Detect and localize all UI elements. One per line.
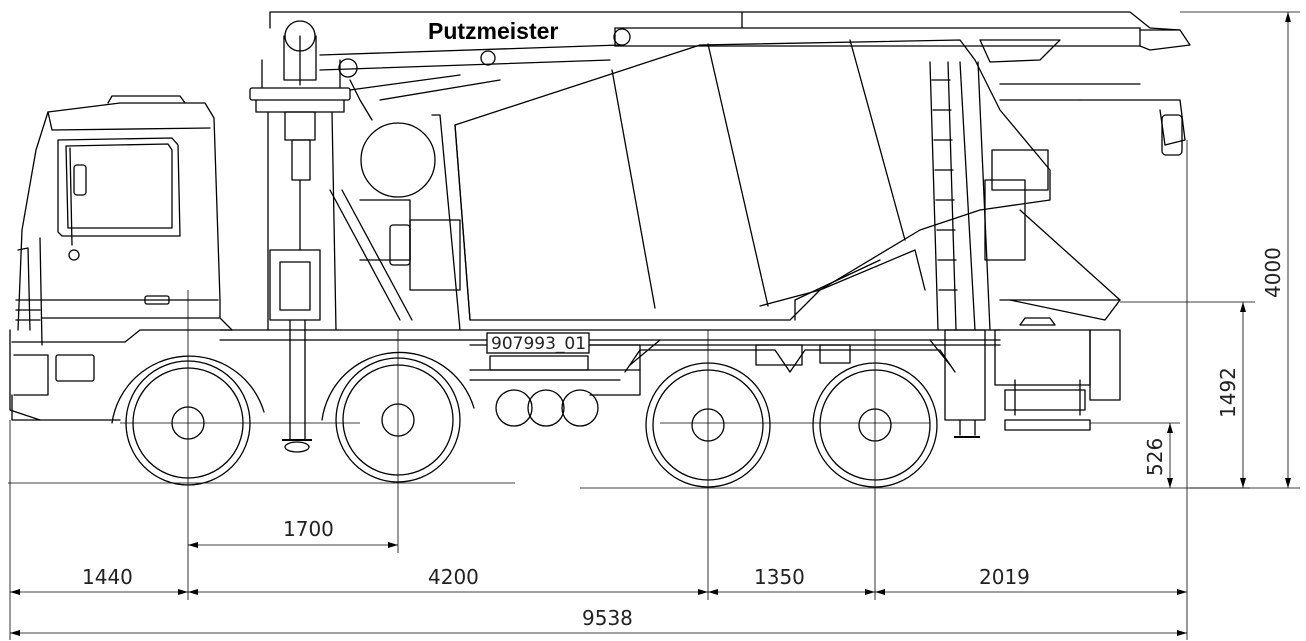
ladder (929, 61, 1026, 331)
plate-id: 907993_01 (491, 334, 586, 354)
truck-cab (9, 95, 233, 421)
dim-front-overhang: 1440 (82, 565, 133, 589)
dim-hopper-height: 1492 (1216, 367, 1240, 418)
hopper-unit (944, 209, 1121, 438)
mudguards (624, 339, 956, 373)
chassis-frame (219, 329, 1001, 427)
dim-total-height: 4000 (1261, 247, 1285, 298)
boom-tower (249, 20, 373, 453)
plate-frame (486, 332, 590, 354)
dim-axle-1-2: 1700 (283, 517, 334, 541)
water-tank (329, 114, 461, 331)
dim-rear-axle-spacing: 1350 (754, 565, 805, 589)
dim-overall-length: 9538 (582, 606, 633, 630)
brand-logo: Putzmeister (428, 18, 558, 44)
dim-wheelbase: 4200 (428, 565, 479, 589)
dim-step-height: 526 (1143, 438, 1167, 476)
boom-arm (269, 11, 1191, 156)
dim-rear-overhang: 2019 (979, 565, 1030, 589)
dimension-lines (9, 11, 1300, 640)
ground-lines (8, 422, 1250, 489)
mixer-drum (454, 39, 1061, 321)
